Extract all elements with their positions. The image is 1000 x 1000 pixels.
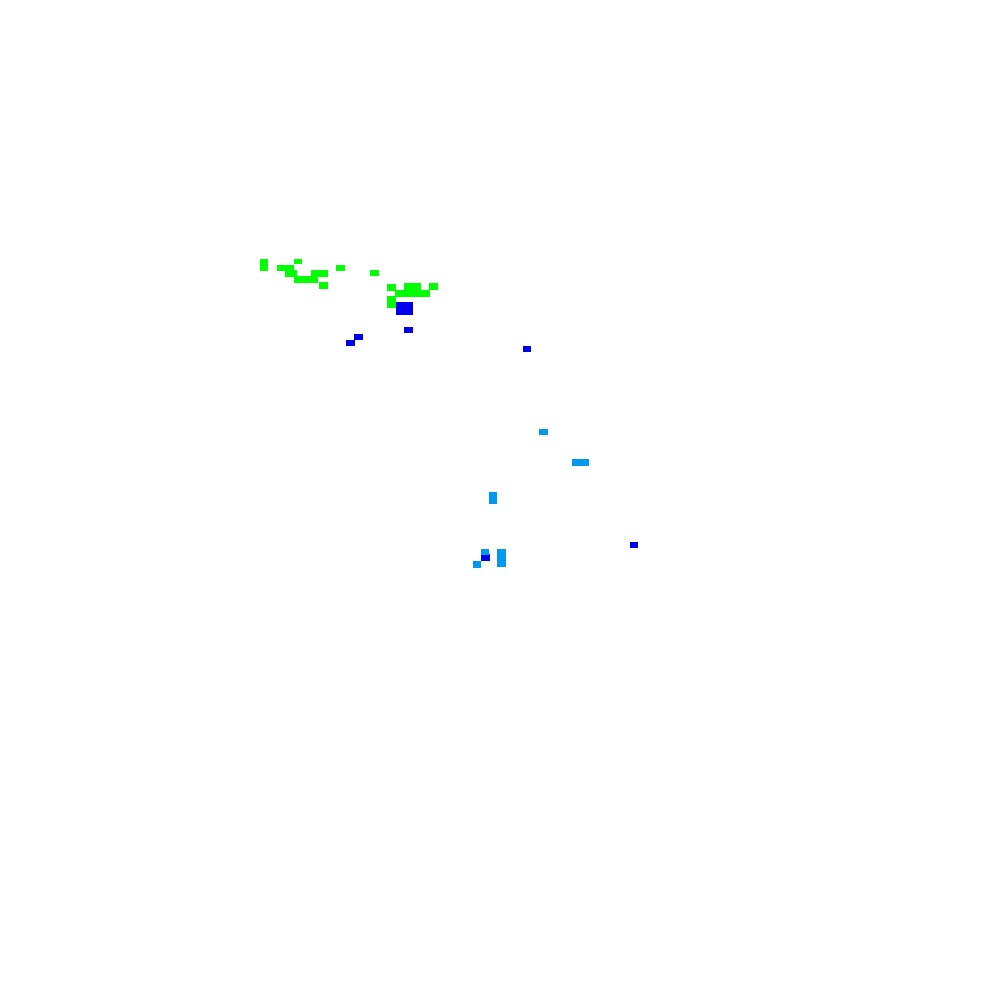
raster-cell-class-a xyxy=(285,270,297,277)
raster-cell-class-b xyxy=(523,346,531,352)
raster-cell-class-a xyxy=(336,265,345,271)
raster-cell-class-a xyxy=(387,284,396,291)
raster-cell-class-c xyxy=(539,429,548,435)
raster-cell-class-a xyxy=(294,259,302,264)
raster-cell-class-a xyxy=(404,283,421,290)
raster-cell-class-a xyxy=(294,276,318,283)
raster-cell-class-b xyxy=(396,302,413,315)
raster-cell-class-c xyxy=(481,549,489,555)
raster-cell-class-a xyxy=(395,290,430,297)
raster-cell-class-b xyxy=(346,340,355,346)
raster-cell-class-b xyxy=(481,554,490,561)
raster-cell-class-a xyxy=(319,282,328,289)
raster-cell-class-b xyxy=(404,327,413,333)
raster-cell-class-c xyxy=(473,561,481,568)
raster-cell-class-a xyxy=(260,259,268,271)
raster-cell-class-a xyxy=(311,270,328,277)
raster-cell-class-a xyxy=(277,265,294,271)
raster-cell-class-c xyxy=(497,549,506,567)
raster-cell-class-b xyxy=(630,542,638,548)
raster-cell-class-a xyxy=(429,283,438,290)
raster-cell-class-a xyxy=(387,296,396,308)
raster-cells xyxy=(260,259,638,568)
raster-cell-class-a xyxy=(370,270,379,276)
raster-cell-class-c xyxy=(489,492,497,504)
raster-cell-class-b xyxy=(354,334,363,340)
raster-cell-class-c xyxy=(572,459,589,466)
